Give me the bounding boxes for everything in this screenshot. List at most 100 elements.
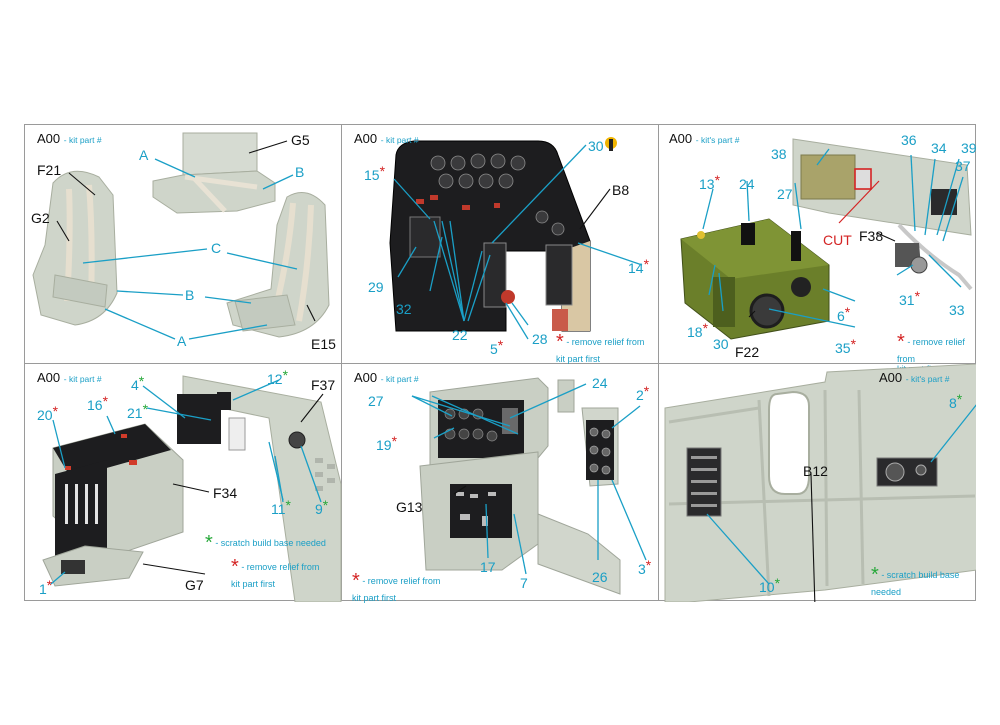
callout-3-num: 3 bbox=[638, 561, 646, 577]
panel-electrical-box: A00 - kit part # 4* 12* 21* 16* 20* 11* … bbox=[25, 364, 342, 602]
red-asterisk: * bbox=[46, 577, 53, 593]
note-text: - remove relief from kit part first bbox=[556, 336, 645, 364]
callout-24: 24 bbox=[739, 176, 755, 192]
note-scratch-build: * - scratch build base needed bbox=[871, 564, 975, 597]
callout-5-num: 5 bbox=[490, 341, 498, 357]
side-console-illustration bbox=[680, 138, 973, 340]
callout-24: 24 bbox=[592, 375, 608, 391]
red-asterisk: * bbox=[645, 557, 652, 573]
kit-code: A00 bbox=[354, 131, 378, 146]
kit-code-note: - kit's part # bbox=[905, 374, 950, 384]
callout-32: 32 bbox=[396, 301, 412, 317]
note-text: - scratch build base needed bbox=[215, 537, 326, 548]
red-asterisk: * bbox=[914, 288, 921, 304]
grid-divider-v2 bbox=[658, 125, 659, 600]
callout-20-num: 20 bbox=[37, 407, 53, 423]
callout-6: 6* bbox=[837, 305, 850, 324]
red-asterisk: * bbox=[391, 433, 398, 449]
side-wall-illustration bbox=[664, 364, 976, 602]
part-f22: F22 bbox=[735, 344, 760, 360]
part-g7: G7 bbox=[185, 577, 204, 593]
panel-center-console: A00 - kit part # 24 27 2* 19* 17 7 26 3*… bbox=[342, 364, 659, 603]
callout-14-num: 14 bbox=[628, 260, 644, 276]
callout-11-num: 11 bbox=[271, 501, 286, 517]
callout-30: 30 bbox=[588, 138, 604, 154]
green-asterisk: * bbox=[774, 575, 781, 591]
callout-34: 34 bbox=[931, 140, 947, 156]
callout-13-num: 13 bbox=[699, 176, 715, 192]
callout-15-num: 15 bbox=[364, 167, 380, 183]
callout-36: 36 bbox=[901, 132, 917, 148]
callout-21: 21* bbox=[127, 402, 148, 420]
red-asterisk-icon: * bbox=[897, 331, 905, 353]
callout-22: 22 bbox=[452, 327, 468, 343]
center-console-illustration bbox=[411, 377, 647, 595]
callout-15: 15* bbox=[364, 164, 385, 183]
kit-code-note: - kit part # bbox=[63, 135, 102, 145]
red-asterisk-icon: * bbox=[352, 570, 360, 592]
callout-35: 35* bbox=[835, 337, 856, 355]
green-asterisk: * bbox=[142, 401, 149, 417]
panel-header: A00 - kit part # bbox=[37, 370, 102, 385]
callout-10-num: 10 bbox=[759, 579, 775, 595]
callout-16: 16* bbox=[87, 394, 108, 413]
note-remove-relief: * - remove relief from kit part first bbox=[556, 331, 656, 364]
callout-37: 37 bbox=[955, 158, 971, 174]
instruction-sheet: A00 - kit part # A B C B A G5 F21 G2 E15 bbox=[24, 124, 977, 603]
callout-27: 27 bbox=[368, 393, 384, 409]
red-asterisk: * bbox=[643, 256, 650, 272]
red-asterisk: * bbox=[702, 320, 709, 336]
panel-header: A00 - kit part # bbox=[354, 131, 419, 146]
callout-2: 2* bbox=[636, 384, 649, 403]
callout-6-num: 6 bbox=[837, 308, 845, 324]
panel-header: A00 - kit's part # bbox=[669, 131, 739, 146]
callout-18-num: 18 bbox=[687, 324, 703, 340]
callout-9: 9* bbox=[315, 498, 328, 517]
panel-header: A00 - kit part # bbox=[354, 370, 419, 385]
grid-divider-v1 bbox=[341, 125, 342, 600]
part-e15: E15 bbox=[311, 336, 336, 352]
kit-code: A00 bbox=[669, 131, 693, 146]
callout-16-num: 16 bbox=[87, 397, 103, 413]
part-f21: F21 bbox=[37, 162, 62, 178]
callout-4-num: 4 bbox=[131, 377, 139, 393]
callout-31: 31* bbox=[899, 289, 920, 307]
part-f38: F38 bbox=[859, 228, 884, 244]
callout-1: 1* bbox=[39, 578, 52, 596]
callout-a-top: A bbox=[139, 147, 149, 163]
callout-12: 12* bbox=[267, 368, 288, 387]
part-g5: G5 bbox=[291, 132, 310, 148]
callout-13: 13* bbox=[699, 173, 720, 192]
green-asterisk: * bbox=[282, 367, 289, 383]
callout-2-num: 2 bbox=[636, 387, 644, 403]
green-asterisk: * bbox=[285, 497, 291, 513]
note-scratch-build: * - scratch build base needed bbox=[205, 532, 341, 555]
callout-29: 29 bbox=[368, 279, 384, 295]
red-asterisk: * bbox=[714, 172, 721, 188]
panel-seats: A00 - kit part # A B C B A G5 F21 G2 E15 bbox=[25, 125, 342, 363]
electrical-box-illustration bbox=[42, 375, 342, 602]
red-asterisk: * bbox=[379, 163, 386, 179]
note-text: - remove relief from kit part first bbox=[352, 575, 441, 603]
kit-code: A00 bbox=[879, 370, 903, 385]
part-g2: G2 bbox=[31, 210, 50, 226]
part-g13: G13 bbox=[396, 499, 423, 515]
panel-instrument-panel: A00 - kit part # 30 15* 29 32 22 5* 28 1… bbox=[342, 125, 659, 364]
note-text: - scratch build base needed bbox=[871, 569, 960, 597]
red-asterisk: * bbox=[844, 304, 851, 320]
green-asterisk: * bbox=[138, 373, 145, 389]
part-b8: B8 bbox=[612, 182, 630, 198]
callout-9-num: 9 bbox=[315, 501, 323, 517]
callout-12-num: 12 bbox=[267, 371, 283, 387]
callout-b-mid: B bbox=[185, 287, 195, 303]
part-f34: F34 bbox=[213, 485, 238, 501]
green-asterisk-icon: * bbox=[871, 564, 879, 586]
callout-5: 5* bbox=[490, 338, 503, 357]
callout-38: 38 bbox=[771, 146, 787, 162]
part-b12: B12 bbox=[803, 463, 828, 479]
green-asterisk-icon: * bbox=[205, 532, 213, 554]
callout-a-bot: A bbox=[177, 333, 187, 349]
cut-label: CUT bbox=[823, 232, 852, 248]
kit-code: A00 bbox=[37, 370, 61, 385]
red-asterisk-icon: * bbox=[556, 331, 564, 353]
